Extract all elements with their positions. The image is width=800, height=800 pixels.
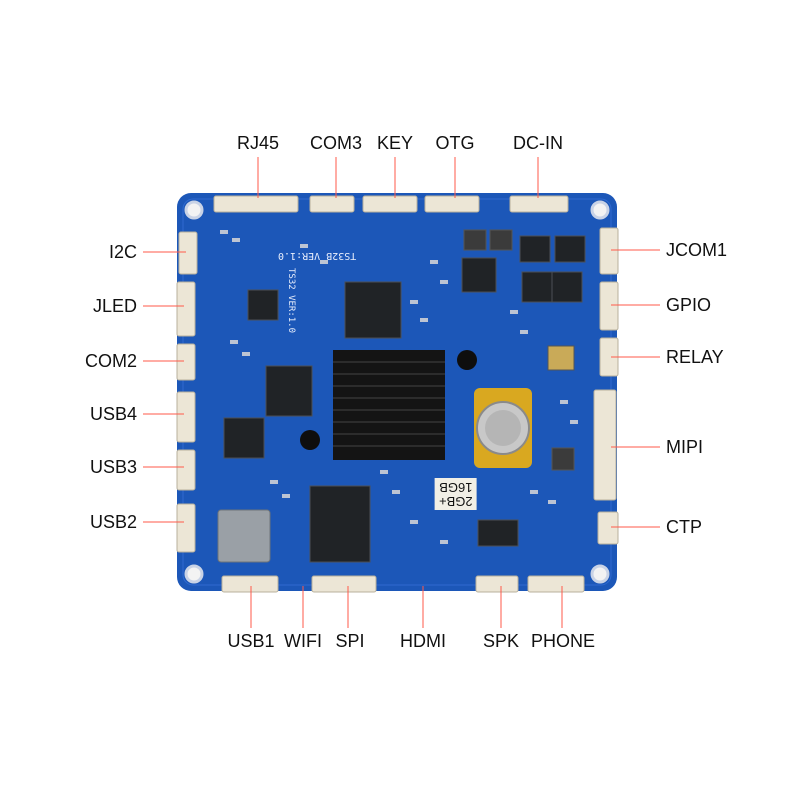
label-jcom1: JCOM1 <box>666 240 728 260</box>
label-phone: PHONE <box>530 631 596 651</box>
label-com3: COM3 <box>309 133 363 153</box>
memory-sticker: 2GB+ 16GB <box>435 478 477 510</box>
label-spi: SPI <box>335 631 365 651</box>
label-usb4: USB4 <box>89 404 137 424</box>
heatsink <box>300 350 477 460</box>
left-connectors <box>176 231 198 553</box>
label-gpio: GPIO <box>666 295 712 315</box>
bottom-connectors <box>221 575 585 593</box>
label-usb3: USB3 <box>89 457 137 477</box>
right-connectors <box>593 227 619 545</box>
label-usb1: USB1 <box>227 631 275 651</box>
label-wifi: WIFI <box>284 631 322 651</box>
label-relay: RELAY <box>666 347 724 367</box>
board-version-silkscreen: TS32 VER:1.0 <box>286 268 296 334</box>
top-connectors <box>213 195 569 213</box>
coin-cell-battery <box>474 388 532 468</box>
label-usb2: USB2 <box>89 512 137 532</box>
label-rj45: RJ45 <box>236 133 280 153</box>
label-spk: SPK <box>482 631 520 651</box>
mounting-holes <box>184 200 610 584</box>
board-model-silkscreen: TS32B VER:1.0 <box>278 250 357 261</box>
ic-chips <box>223 235 586 563</box>
smd-components <box>220 230 578 544</box>
label-jled: JLED <box>92 296 137 316</box>
label-i2c: I2C <box>108 242 137 262</box>
label-com2: COM2 <box>84 351 137 371</box>
label-ctp: CTP <box>666 517 702 537</box>
label-dc-in: DC-IN <box>513 133 563 153</box>
label-hdmi: HDMI <box>400 631 446 651</box>
inductors <box>463 229 575 471</box>
memory-sticker-line2: 16GB <box>439 480 473 495</box>
wifi-module <box>217 509 271 563</box>
memory-sticker-line1: 2GB+ <box>439 494 473 509</box>
leader-lines <box>143 157 660 628</box>
label-otg: OTG <box>435 133 475 153</box>
label-mipi: MIPI <box>666 437 704 457</box>
label-key: KEY <box>376 133 414 153</box>
